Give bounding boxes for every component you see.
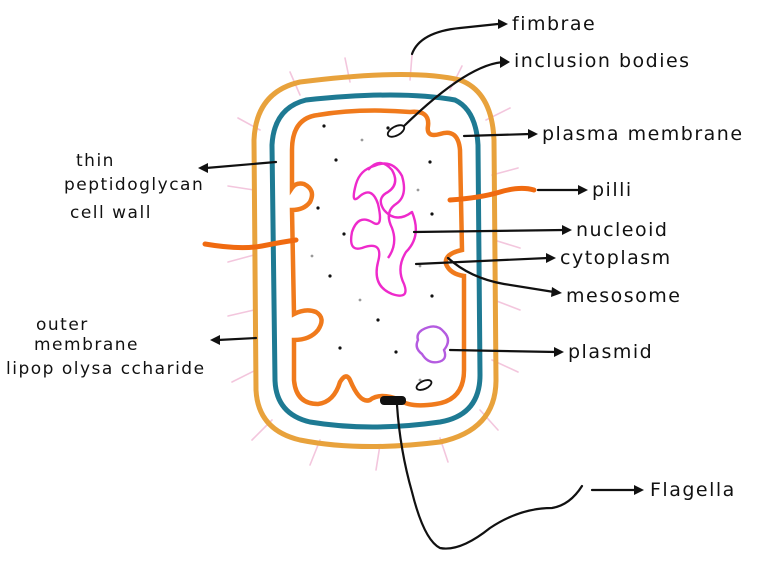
label-nucleoid: nucleoid (576, 219, 668, 241)
label-cytoplasm: cytoplasm (560, 247, 672, 269)
inclusion-body-bottom (415, 378, 433, 392)
label-thin: thin (76, 151, 115, 171)
label-outer: outer (36, 315, 89, 335)
mesosome-arrowhead (551, 287, 562, 297)
label-peptidoglycan: peptidoglycan (64, 175, 204, 195)
flagellum (397, 405, 582, 549)
label-cell-wall: cell wall (70, 203, 152, 223)
label-lipopolysaccharide: lipop olysa ccharide (6, 359, 206, 379)
plasma-membrane-arrowhead (528, 129, 538, 139)
pilli-arrowhead (578, 185, 588, 195)
label-mesosome: mesosome (566, 285, 681, 307)
cytoplasm-granules (316, 124, 433, 353)
cytoplasm-granules-light (311, 139, 422, 382)
fimbrae-arrowhead (498, 19, 508, 29)
flagellum-basal-body (380, 396, 406, 405)
nucleoid-dna (351, 163, 416, 296)
plasmid-shape (417, 326, 448, 362)
pilus-left (205, 240, 296, 248)
label-plasma-membrane: plasma membrane (542, 123, 744, 145)
label-plasmid: plasmid (568, 341, 653, 363)
nucleoid-arrow (414, 230, 564, 232)
cytoplasm-arrow (416, 258, 548, 264)
inclusion-body-top (386, 123, 406, 139)
label-inclusion-bodies: inclusion bodies (514, 50, 691, 72)
nucleoid-arrowhead (562, 225, 572, 235)
label-membrane: membrane (34, 335, 139, 355)
label-flagella: Flagella (650, 479, 736, 501)
plasma-membrane-arrow (464, 134, 530, 136)
cell-wall-arrowhead (198, 163, 208, 173)
plasmid-arrowhead (554, 347, 564, 357)
outer-membrane-arrow (218, 338, 256, 340)
inclusion-bodies-arrowhead (500, 56, 510, 68)
label-fimbrae: fimbrae (512, 13, 596, 35)
cytoplasm-arrowhead (546, 253, 556, 263)
fimbrae-arrow (412, 24, 498, 54)
cell-wall-arrow (206, 162, 276, 168)
label-pilli: pilli (592, 179, 633, 201)
cell-wall-shape (272, 95, 480, 427)
flagella-arrowhead (634, 485, 644, 495)
outer-membrane-arrowhead (210, 335, 220, 345)
